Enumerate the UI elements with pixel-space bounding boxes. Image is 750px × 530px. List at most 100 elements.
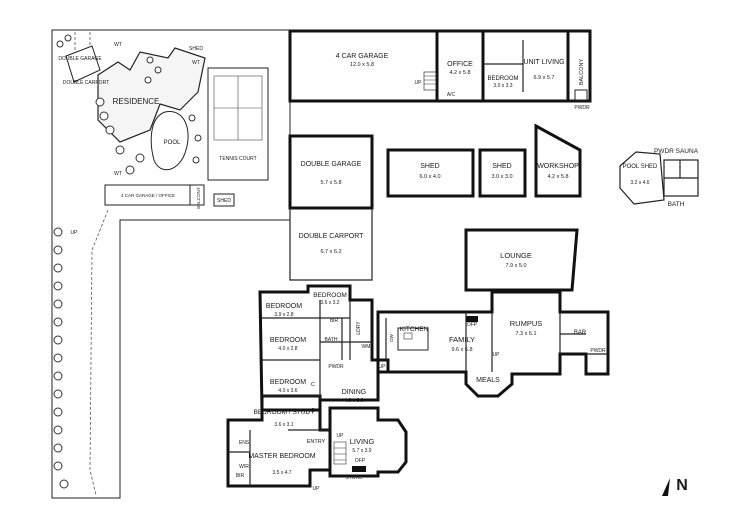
garage-up-label: UP xyxy=(415,80,423,86)
ofp2-label: OFP xyxy=(355,458,366,464)
shed-a-size: 6.0 x 4.0 xyxy=(419,174,440,180)
dining-name: DINING xyxy=(342,389,367,396)
wm-label: WM xyxy=(362,344,371,350)
bedroom2-size: 3.6 x 3.2 xyxy=(320,300,339,306)
c2-label: C xyxy=(311,408,315,414)
carport-size: 6.7 x 6.2 xyxy=(320,249,341,255)
site-double-carport-label: DOUBLE CARPORT xyxy=(63,80,109,86)
ofp1-label: OFP xyxy=(467,322,478,328)
bedroom-study-size: 3.6 x 3.1 xyxy=(274,422,293,428)
kitchen-label: KITCHEN xyxy=(400,326,429,333)
shed-a-walls xyxy=(386,148,475,198)
up1-label: UP xyxy=(379,364,387,370)
shed-b-walls xyxy=(478,148,527,198)
shed-b-size: 3.0 x 3.0 xyxy=(491,174,512,180)
unit-living-size: 6.9 x 5.7 xyxy=(533,75,554,81)
site-wt-2: WT xyxy=(192,60,200,66)
ens-label: ENS xyxy=(239,440,250,446)
ac-label: A/C xyxy=(447,92,456,98)
bath-label: BATH xyxy=(668,201,685,208)
family-name: FAMILY xyxy=(449,335,475,344)
lounge-walls xyxy=(464,228,579,292)
meals-label: MEALS xyxy=(476,377,500,384)
bedroom4-size: 4.0 x 3.6 xyxy=(278,388,297,394)
bedroom1-size: 3.9 x 2.8 xyxy=(274,312,293,318)
mid-double-garage-size: 5.7 x 5.8 xyxy=(320,180,341,186)
living-name: LIVING xyxy=(350,437,375,446)
compass-label: N xyxy=(676,477,688,494)
site-pool-label: POOL xyxy=(164,140,181,146)
site-up-label: UP xyxy=(71,230,79,236)
house-stairs xyxy=(333,441,347,465)
ldry-label: LDRY xyxy=(356,321,362,335)
pool-shed-walls xyxy=(619,151,665,205)
pwdr2-label: PWDR xyxy=(590,348,606,354)
car-garage-size: 12.0 x 5.8 xyxy=(350,62,374,68)
site-shed-label: SHED xyxy=(189,46,203,52)
office-name: OFFICE xyxy=(447,61,473,68)
main-house: BEDROOM 3.9 x 2.8 BEDROOM 3.6 x 3.2 BEDR… xyxy=(226,208,610,492)
dining-size: 4.0 x 3.9 xyxy=(344,398,363,404)
store-label: STORE xyxy=(345,475,363,481)
pool-shed-name: POOL SHED xyxy=(623,164,658,170)
car-garage-name: 4 CAR GARAGE xyxy=(336,53,389,60)
unit-bedroom-size: 3.0 x 3.3 xyxy=(493,83,512,89)
up3-label: UP xyxy=(337,433,345,439)
pwdr-sauna-label: PWDR SAUNA xyxy=(654,148,699,155)
site-residence-label: RESIDENCE xyxy=(113,97,160,106)
workshop-size: 4.2 x 5.8 xyxy=(547,174,568,180)
shed-a-name: SHED xyxy=(420,163,439,170)
entry-label: ENTRY xyxy=(307,439,326,445)
pwdr-label: PWDR xyxy=(328,364,344,370)
site-double-garage-label: DOUBLE GARAGE xyxy=(58,56,102,62)
site-wt-3: WT xyxy=(114,171,122,177)
bedroom-study-name: BEDROOM / STUDY xyxy=(253,409,315,416)
upper-outbuilding: 4 CAR GARAGE 12.0 x 5.8 OFFICE 4.2 x 5.8… xyxy=(288,29,592,111)
bath-label-house: BATH xyxy=(325,337,338,343)
site-garage-office-label: 4 CAR GARAGE / OFFICE xyxy=(121,193,175,198)
kitchen-island xyxy=(397,327,429,351)
rumpus-size: 7.3 x 6.1 xyxy=(515,331,536,337)
outbuilding-walls xyxy=(288,29,592,103)
c1-label: C xyxy=(311,382,315,388)
living-size: 5.7 x 3.9 xyxy=(352,448,371,454)
workshop-name: WORKSHOP xyxy=(537,163,579,170)
carport-outline xyxy=(289,208,373,281)
double-garage-walls xyxy=(288,134,374,210)
wir-label: WIR xyxy=(239,464,249,470)
lounge-name: LOUNGE xyxy=(500,251,532,260)
unit-bedroom-name: BEDROOM xyxy=(487,76,518,82)
unit-living-name: UNIT LIVING xyxy=(523,59,564,66)
bedroom3-name: BEDROOM xyxy=(270,337,306,344)
family-fireplace xyxy=(466,316,478,322)
interior-walls xyxy=(228,300,608,486)
master-size: 3.5 x 4.7 xyxy=(272,470,291,476)
lounge-size: 7.9 x 5.0 xyxy=(505,263,526,269)
north-compass-icon: N xyxy=(662,477,688,496)
bedroom4-name: BEDROOM xyxy=(270,379,306,386)
master-name: MASTER BEDROOM xyxy=(248,453,315,460)
pool-shed-size: 3.2 x 4.6 xyxy=(630,180,649,186)
bir1-label: BIR xyxy=(330,318,339,324)
middle-outbuildings: DOUBLE GARAGE 5.7 x 5.8 SHED 6.0 x 4.0 S… xyxy=(288,123,699,210)
bedroom1-name: BEDROOM xyxy=(266,303,302,310)
office-size: 4.2 x 5.8 xyxy=(449,70,470,76)
shed-b-name: SHED xyxy=(492,163,511,170)
bir2-label: BIR xyxy=(236,473,245,479)
living-walls xyxy=(328,406,408,478)
bar-label: BAR xyxy=(574,330,587,336)
up2-label: UP xyxy=(493,352,501,358)
unit-pwdr-label: PWDR xyxy=(574,105,590,111)
bedroom3-size: 4.0 x 2.8 xyxy=(278,346,297,352)
up4-label: UP xyxy=(313,486,321,492)
site-wt-1: WT xyxy=(114,42,122,48)
workshop-walls xyxy=(534,123,582,198)
master-wing-walls xyxy=(226,394,332,488)
drive-path xyxy=(89,209,109,496)
site-double-garage xyxy=(65,45,101,83)
site-plan: DOUBLE GARAGE DOUBLE CARPORT RESIDENCE W… xyxy=(51,29,291,499)
residence-outline xyxy=(97,47,206,143)
site-trees xyxy=(53,34,202,489)
